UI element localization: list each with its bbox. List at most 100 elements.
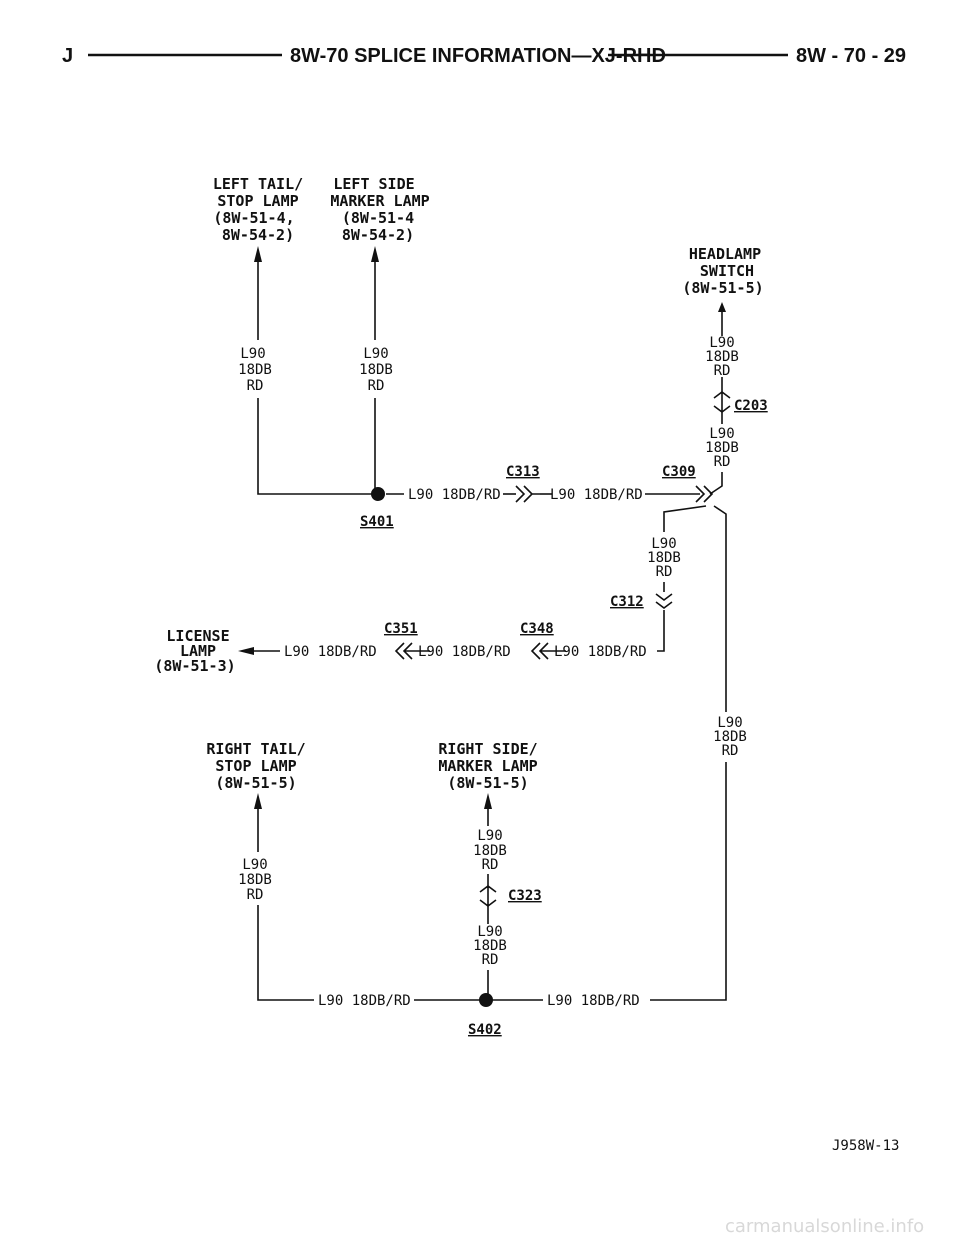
svg-text:HEADLAMP: HEADLAMP [689, 245, 761, 263]
wire-label-c203-c309: L90 18DB RD [705, 426, 739, 470]
wire-c312-license [657, 610, 665, 652]
component-arrows [238, 246, 726, 809]
svg-text:L90: L90 [363, 346, 388, 362]
connector-label-c351: C351 [384, 621, 418, 637]
header-section-letter: J [62, 45, 73, 67]
svg-text:(8W-51-4: (8W-51-4 [342, 209, 414, 227]
svg-text:RD: RD [482, 857, 499, 873]
wire-inline-c351-c348: L90 18DB/RD [418, 644, 511, 660]
wire-inline-license-c351: L90 18DB/RD [284, 644, 377, 660]
svg-text:18DB: 18DB [705, 349, 739, 365]
arrow-left-marker [371, 246, 379, 262]
svg-text:18DB: 18DB [238, 872, 272, 888]
c203-symbol [713, 391, 731, 413]
svg-text:18DB: 18DB [238, 362, 272, 378]
wire-inline-c313-c309: L90 18DB/RD [550, 487, 643, 503]
svg-text:RD: RD [722, 743, 739, 759]
component-left-side-marker-lamp: LEFT SIDE MARKER LAMP (8W-51-4 8W-54-2) [330, 175, 429, 244]
svg-text:RD: RD [482, 952, 499, 968]
wire-right-tail [257, 809, 314, 1001]
component-license-lamp: LICENSE LAMP (8W-51-3) [154, 627, 235, 675]
svg-text:RD: RD [714, 363, 731, 379]
c312-symbol [655, 593, 673, 609]
splice-label-s402: S402 [468, 1022, 502, 1038]
figure-id: J958W-13 [832, 1138, 899, 1154]
s402-splice-dot [479, 993, 493, 1007]
connector-symbols [394, 391, 731, 907]
svg-text:RD: RD [656, 564, 673, 580]
wire-inline-c348-c312: L90 18DB/RD [554, 644, 647, 660]
c313-symbol [515, 485, 540, 503]
svg-text:LICENSE: LICENSE [166, 627, 229, 645]
svg-text:8W-54-2): 8W-54-2) [342, 226, 414, 244]
svg-text:RIGHT TAIL/: RIGHT TAIL/ [206, 740, 305, 758]
wire-c309-c312 [663, 505, 707, 592]
svg-text:LEFT TAIL/: LEFT TAIL/ [213, 175, 303, 193]
wire-label-right-tail: L90 18DB RD [238, 857, 272, 903]
component-left-tail-stop-lamp: LEFT TAIL/ STOP LAMP (8W-51-4, 8W-54-2) [213, 175, 303, 244]
wire-c203-c309 [709, 412, 723, 495]
svg-text:(8W-51-4,: (8W-51-4, [213, 209, 294, 227]
svg-text:STOP LAMP: STOP LAMP [217, 192, 298, 210]
wire-label-right-marker: L90 18DB RD [473, 828, 507, 873]
svg-text:LAMP: LAMP [180, 642, 216, 660]
wire-left-tail [257, 262, 376, 495]
svg-text:(8W-51-5): (8W-51-5) [447, 774, 528, 792]
component-headlamp-switch: HEADLAMP SWITCH (8W-51-5) [682, 245, 763, 297]
header-page-number: 8W - 70 - 29 [796, 45, 906, 67]
wire-inline-s401-c313: L90 18DB/RD [408, 487, 501, 503]
svg-text:RD: RD [247, 378, 264, 394]
c309-symbol [695, 485, 714, 503]
svg-text:LEFT SIDE: LEFT SIDE [333, 175, 414, 193]
splice-label-s401: S401 [360, 514, 394, 530]
connector-label-c348: C348 [520, 621, 554, 637]
c323-symbol [479, 885, 497, 907]
svg-text:(8W-51-5): (8W-51-5) [215, 774, 296, 792]
header-title: 8W-70 SPLICE INFORMATION—XJ-RHD [290, 45, 666, 67]
svg-text:18DB: 18DB [473, 938, 507, 954]
svg-text:L90: L90 [709, 335, 734, 351]
component-right-tail-stop-lamp: RIGHT TAIL/ STOP LAMP (8W-51-5) [206, 740, 305, 792]
c348-symbol [530, 642, 549, 660]
svg-text:18DB: 18DB [713, 729, 747, 745]
svg-text:(8W-51-5): (8W-51-5) [682, 279, 763, 297]
arrow-right-marker [484, 793, 492, 809]
svg-text:L90: L90 [651, 536, 676, 552]
arrow-headlamp-switch [718, 302, 726, 312]
wire-c309-s402 [650, 505, 727, 1001]
wire-label-headlamp: L90 18DB RD [705, 335, 739, 379]
wire-label-c323-s402: L90 18DB RD [473, 924, 507, 968]
s401-splice-dot [371, 487, 385, 501]
watermark-text: carmanualsonline.info [725, 1216, 924, 1237]
svg-text:L90: L90 [242, 857, 267, 873]
svg-text:L90: L90 [717, 715, 742, 731]
svg-text:18DB: 18DB [359, 362, 393, 378]
svg-text:RIGHT SIDE/: RIGHT SIDE/ [438, 740, 537, 758]
svg-text:L90: L90 [240, 346, 265, 362]
svg-text:18DB: 18DB [705, 440, 739, 456]
svg-text:(8W-51-3): (8W-51-3) [154, 657, 235, 675]
svg-text:L90: L90 [477, 828, 502, 844]
wire-label-c309-c312: L90 18DB RD [647, 536, 681, 580]
arrow-left-tail [254, 246, 262, 262]
svg-text:L90: L90 [477, 924, 502, 940]
svg-text:L90: L90 [709, 426, 734, 442]
wire-inline-right-tail-s402: L90 18DB/RD [318, 993, 411, 1009]
svg-text:RD: RD [368, 378, 385, 394]
svg-text:MARKER LAMP: MARKER LAMP [330, 192, 429, 210]
connector-label-c312: C312 [610, 594, 644, 610]
svg-text:RD: RD [247, 887, 264, 903]
connector-label-c323: C323 [508, 888, 542, 904]
wire-inline-s402-right: L90 18DB/RD [547, 993, 640, 1009]
wire-label-left-tail: L90 18DB RD [238, 346, 272, 394]
page-header: J 8W-70 SPLICE INFORMATION—XJ-RHD 8W - 7… [62, 45, 906, 67]
svg-text:8W-54-2): 8W-54-2) [222, 226, 294, 244]
component-right-side-marker-lamp: RIGHT SIDE/ MARKER LAMP (8W-51-5) [438, 740, 537, 792]
connector-label-c309: C309 [662, 464, 696, 480]
connector-label-c203: C203 [734, 398, 768, 414]
wire-label-left-marker: L90 18DB RD [359, 346, 393, 394]
svg-text:18DB: 18DB [647, 550, 681, 566]
svg-text:SWITCH: SWITCH [700, 262, 754, 280]
svg-text:STOP LAMP: STOP LAMP [215, 757, 296, 775]
